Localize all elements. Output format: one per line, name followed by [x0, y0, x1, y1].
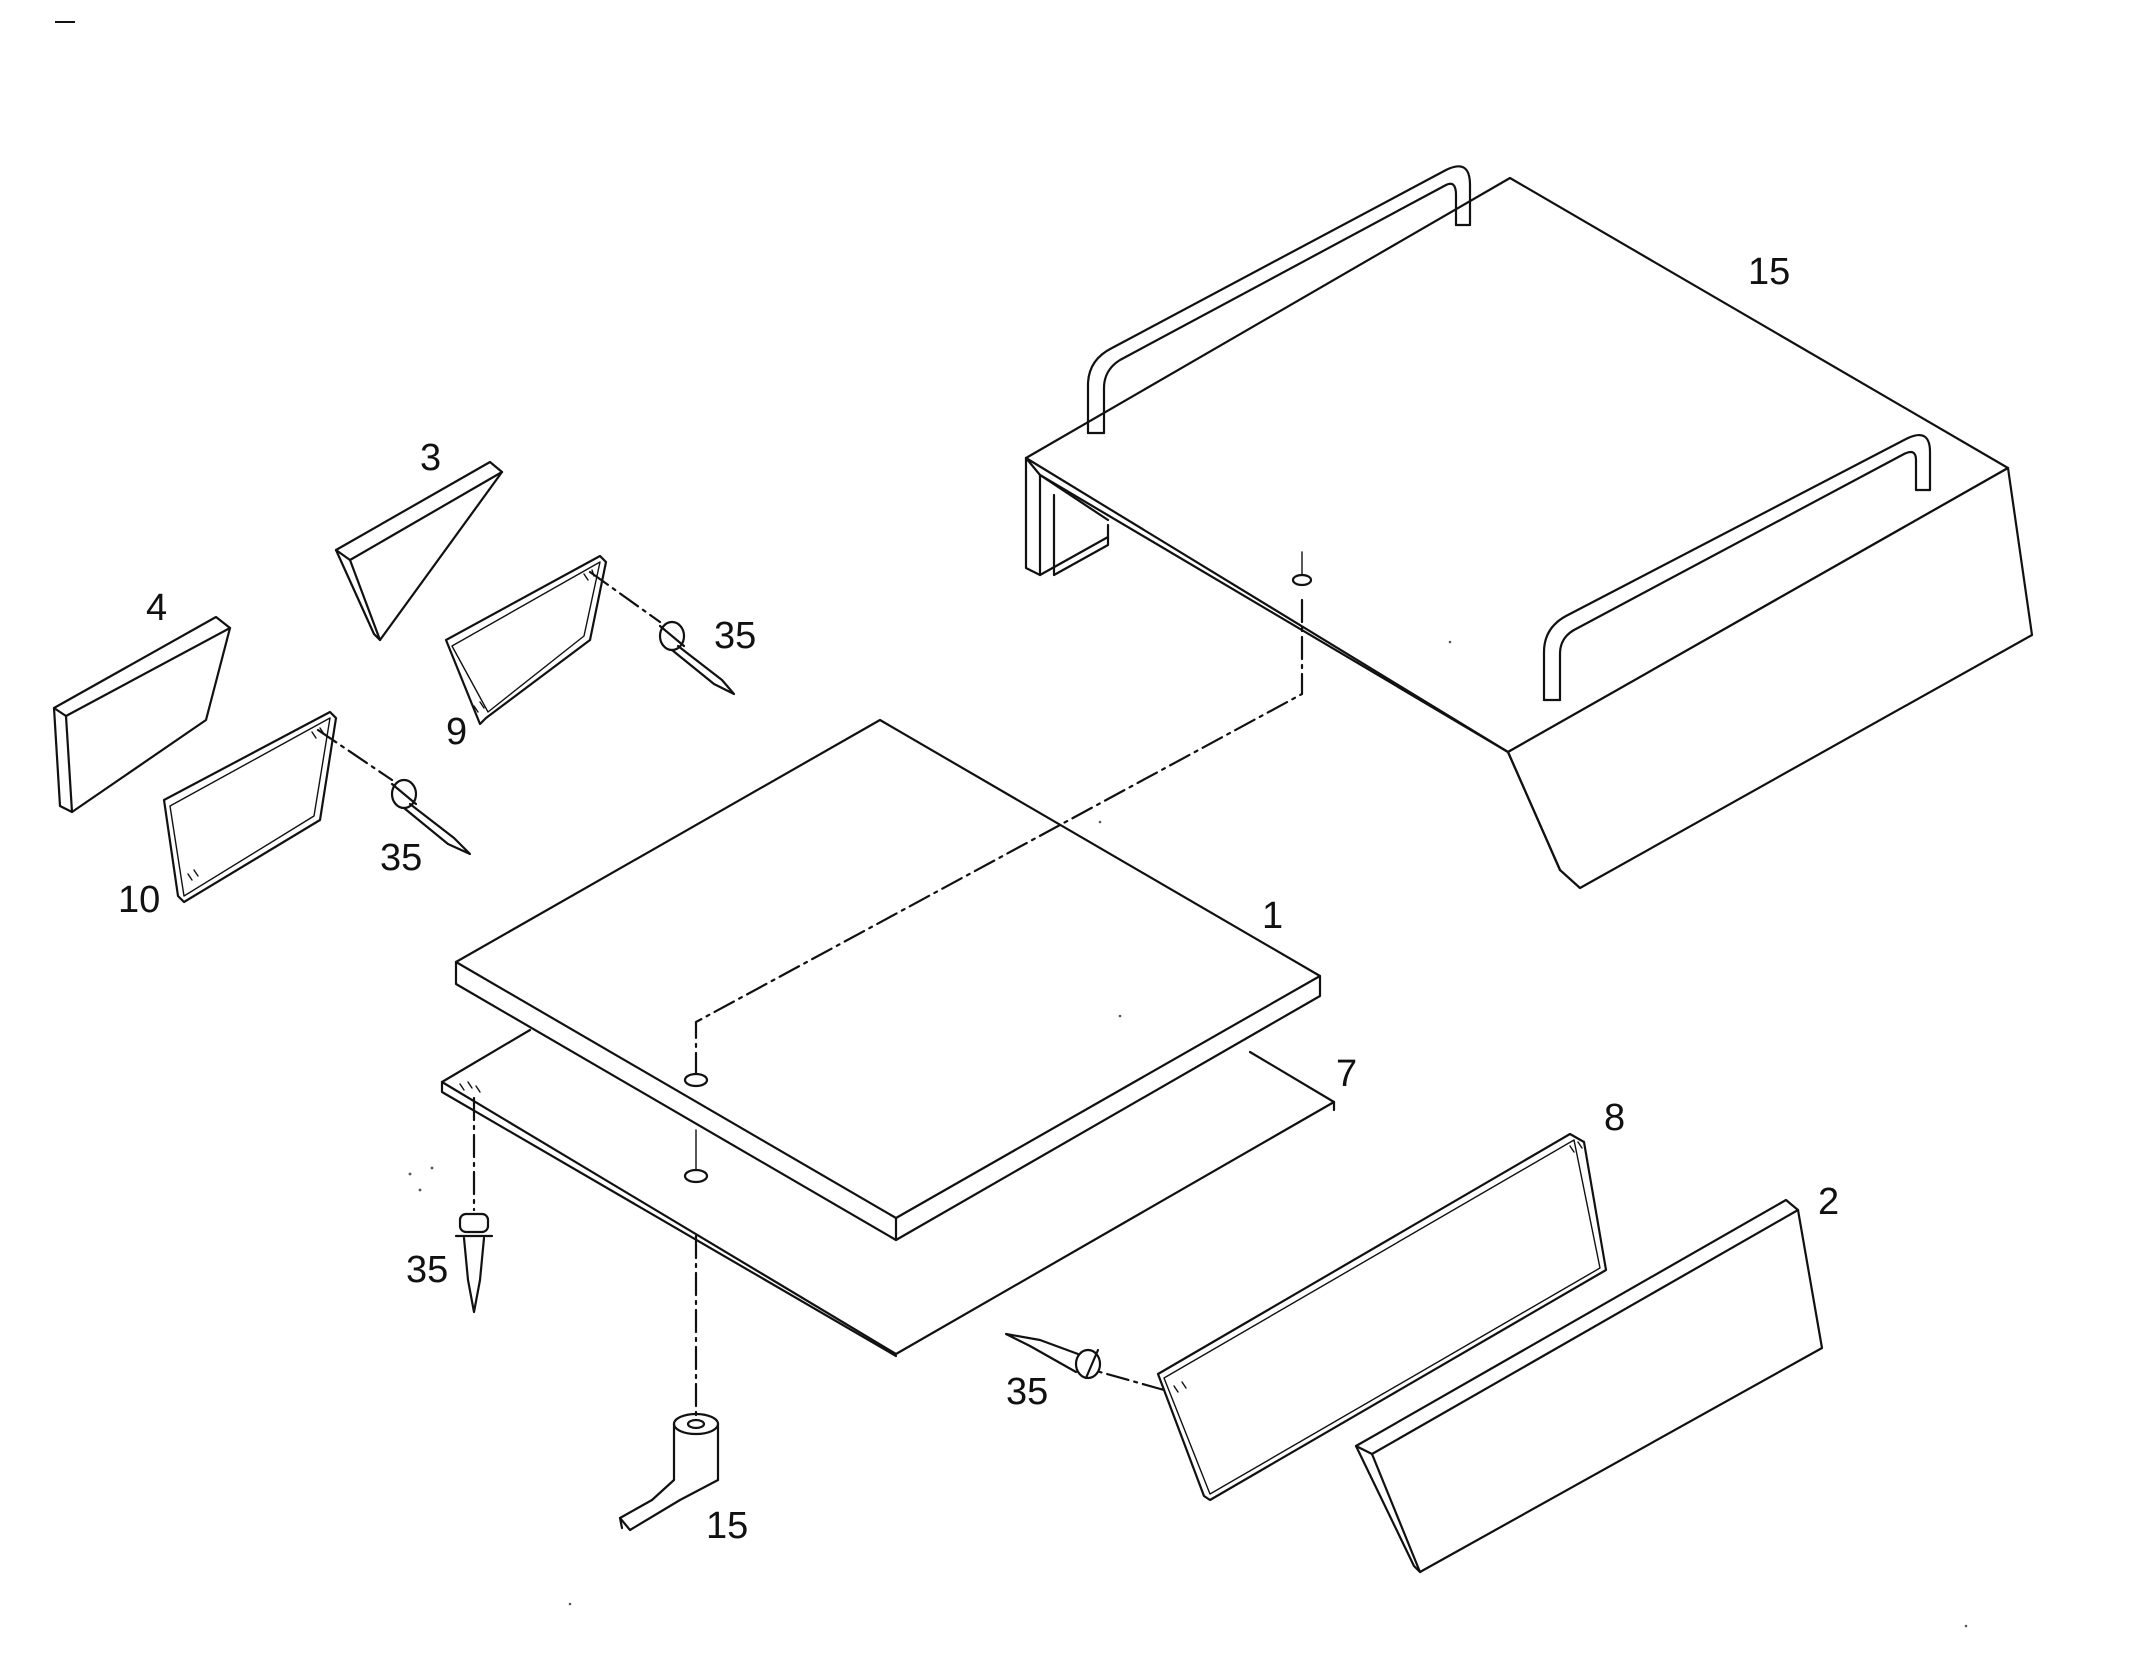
insert-panel-8 [1156, 1132, 1608, 1502]
callout-end-panel-3: 3 [420, 437, 441, 479]
insert-panel-10 [162, 710, 338, 904]
callout-screw-upper-right: 35 [714, 615, 756, 657]
callout-end-panel-4: 4 [146, 587, 167, 629]
screw-lower-right [1004, 1332, 1166, 1392]
top-housing [1024, 165, 2034, 890]
callout-base-plate: 7 [1336, 1053, 1357, 1095]
callout-foot-bracket: 15 [706, 1505, 748, 1547]
callout-insert-8: 8 [1604, 1097, 1625, 1139]
scan-dots [408, 640, 1968, 1628]
callout-screw-lower-right: 35 [1006, 1371, 1048, 1413]
screw-lower-left [454, 1096, 494, 1314]
callout-screw-upper-left: 35 [380, 837, 422, 879]
end-panel-4 [52, 615, 232, 814]
front-panel-2 [1354, 1198, 1824, 1574]
callout-screw-lower-left: 35 [406, 1249, 448, 1291]
callout-insert-10: 10 [118, 879, 160, 921]
callout-top-board: 1 [1262, 895, 1283, 937]
end-panel-3 [334, 460, 504, 642]
screw-upper-left [316, 728, 472, 856]
callout-front-panel-2: 2 [1818, 1181, 1839, 1223]
insert-panel-9 [444, 554, 608, 726]
callout-top-housing: 15 [1748, 251, 1790, 293]
base-plate [440, 1028, 1336, 1358]
callout-insert-9: 9 [446, 711, 467, 753]
foot-bracket [618, 1234, 720, 1532]
screw-upper-right [588, 570, 736, 696]
top-board [454, 598, 1322, 1242]
